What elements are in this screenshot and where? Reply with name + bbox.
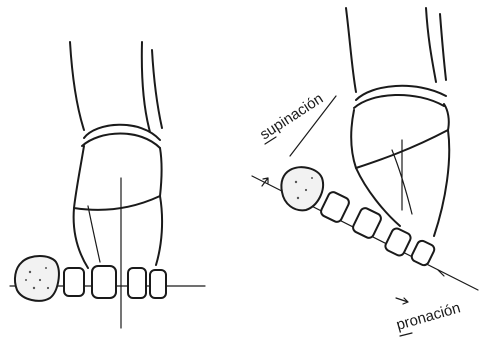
neutral-leg-outline <box>70 42 84 130</box>
tilted-ankle-dome <box>356 86 446 100</box>
neutral-toe-4 <box>150 270 166 298</box>
neutral-midfoot-detail <box>88 206 100 262</box>
tilted-first-metatarsal-head <box>281 167 323 210</box>
tilted-leg-outline <box>346 8 356 92</box>
neutral-first-metatarsal-head <box>15 256 59 301</box>
tilted-leg-inner-line <box>426 8 436 82</box>
supination-label: supinación <box>257 90 326 143</box>
neutral-toe-1 <box>64 268 84 296</box>
pronation-label-underline <box>400 333 412 336</box>
neutral-leg-inner-line <box>142 42 150 132</box>
pronation-arrow-icon <box>396 298 408 304</box>
tilted-toe-3 <box>384 227 412 257</box>
tilted-ankle-dome-inner <box>354 95 444 108</box>
neutral-hindfoot <box>74 146 162 210</box>
neutral-ankle-dome-inner <box>82 134 160 149</box>
pronation-label: pronación <box>394 299 462 334</box>
tilted-toe-4 <box>410 239 436 267</box>
tilted-foot: supinación pronación <box>252 8 478 336</box>
neutral-toe-2 <box>92 266 116 298</box>
neutral-leg-back-line <box>152 50 162 128</box>
tilted-hindfoot <box>351 104 449 168</box>
neutral-forefoot <box>74 196 162 268</box>
tilted-toe-1 <box>319 190 350 223</box>
tilted-toe-2 <box>351 206 382 239</box>
neutral-foot <box>10 42 205 328</box>
tilted-leg-back-line <box>440 14 446 80</box>
neutral-toe-3 <box>128 268 146 298</box>
